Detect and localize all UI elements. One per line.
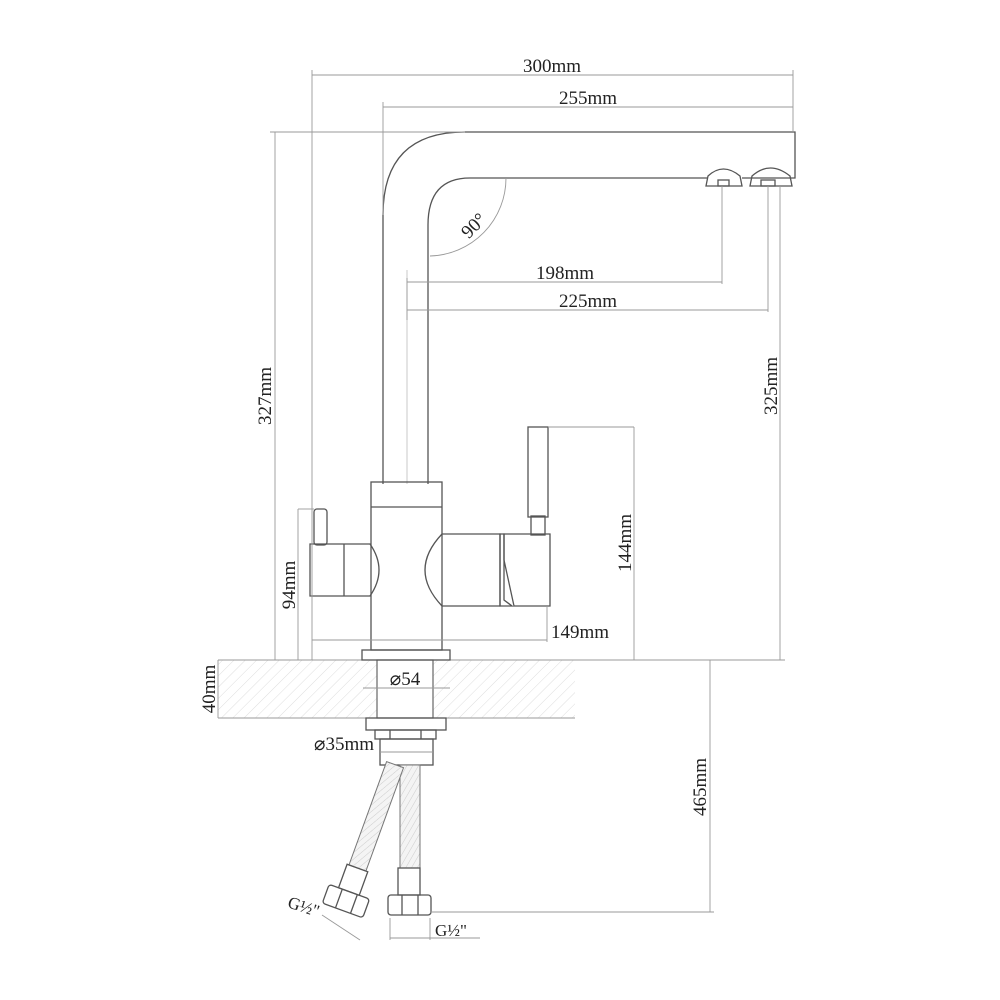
left-handle xyxy=(309,543,380,597)
dim-35: ⌀35mm xyxy=(314,734,374,755)
mounting-shank xyxy=(365,717,447,766)
dim-198: 198mm xyxy=(536,263,594,284)
hose-left xyxy=(322,760,405,918)
aerator-2 xyxy=(749,167,793,187)
thread-right-label: G½" xyxy=(435,921,467,940)
dim-144: 144mm xyxy=(615,514,636,572)
dim-300: 300mm xyxy=(523,56,581,77)
countertop xyxy=(218,659,785,719)
dim-149: 149mm xyxy=(551,622,609,643)
left-lever xyxy=(313,508,328,546)
dim-327: 327mm xyxy=(255,367,276,425)
dim-40: 40mm xyxy=(199,665,220,714)
dim-angle: 90° xyxy=(457,209,491,243)
right-lever xyxy=(527,426,549,518)
faucet-body xyxy=(309,426,551,661)
aerator-1 xyxy=(705,168,743,187)
right-housing xyxy=(424,533,501,607)
right-handle xyxy=(503,533,551,607)
dim-225: 225mm xyxy=(559,291,617,312)
dim-94: 94mm xyxy=(279,561,300,610)
dim-325: 325mm xyxy=(761,357,782,415)
thread-left-label: G½" xyxy=(286,893,322,921)
dim-465: 465mm xyxy=(690,758,711,816)
base-flange xyxy=(361,649,451,661)
dimension-lines xyxy=(217,70,794,941)
dim-54: ⌀54 xyxy=(390,669,421,690)
dim-255: 255mm xyxy=(559,88,617,109)
hose-right xyxy=(387,764,432,916)
